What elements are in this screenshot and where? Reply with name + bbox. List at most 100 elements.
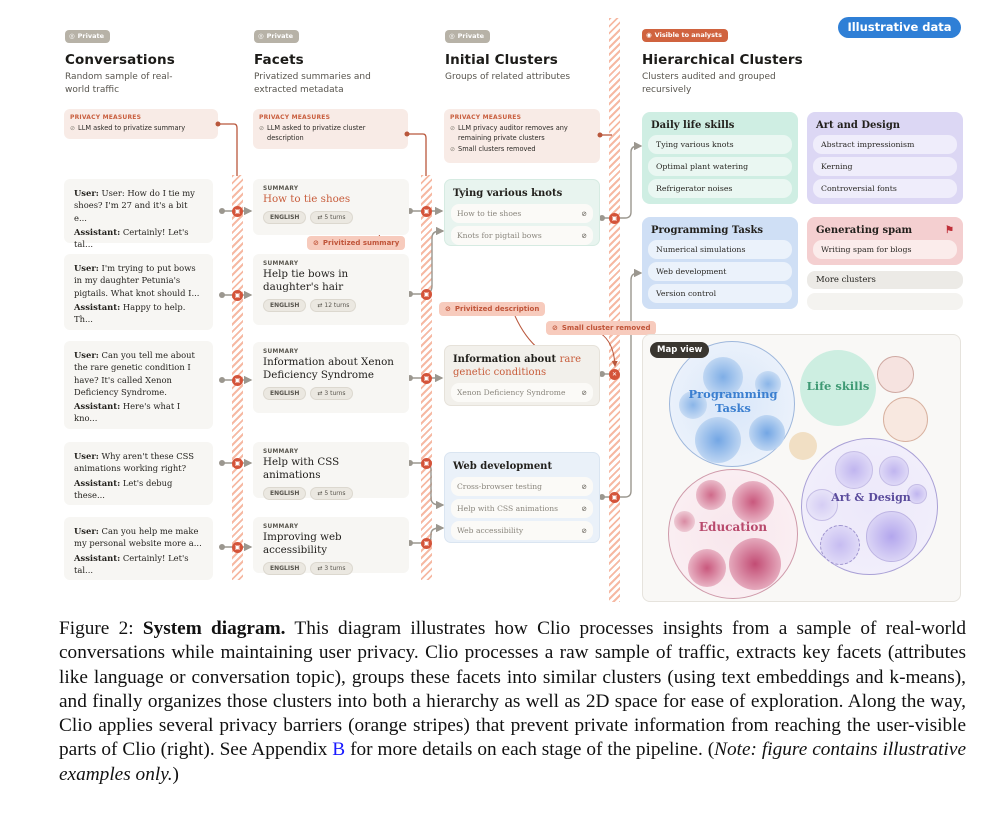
facet-card[interactable]: SUMMARY How to tie shoes ENGLISH⇄ 5 turn… bbox=[253, 179, 409, 235]
lock-icon: ▣ bbox=[421, 373, 432, 384]
cluster-title: Information about rare genetic condition… bbox=[451, 351, 593, 383]
more-clusters-button[interactable]: More clusters bbox=[807, 271, 963, 289]
facet-title: Help tie bows in daughter's hair bbox=[263, 268, 349, 293]
map-subcluster[interactable] bbox=[879, 456, 909, 486]
cluster-item[interactable]: Knots for pigtail bows⊘ bbox=[451, 226, 593, 245]
map-small-cluster[interactable] bbox=[883, 397, 928, 442]
cluster-item[interactable]: Help with CSS animations⊘ bbox=[451, 499, 593, 518]
privacy-measures-box: PRIVACY MEASURES ⊘LLM asked to privatize… bbox=[64, 109, 218, 139]
map-subcluster[interactable] bbox=[695, 417, 741, 463]
privacy-measures-heading: PRIVACY MEASURES bbox=[450, 114, 522, 121]
cluster-item-label: How to tie shoes bbox=[457, 209, 522, 218]
facet-card[interactable]: SUMMARY Help tie bows in daughter's hair… bbox=[253, 254, 409, 325]
cluster-item[interactable]: Xenon Deficiency Syndrome⊘ bbox=[451, 383, 593, 402]
hierarchical-cluster-card[interactable]: Programming Tasks Numerical simulations … bbox=[642, 217, 798, 309]
initial-cluster-card-removed[interactable]: Information about rare genetic condition… bbox=[444, 345, 600, 406]
language-tag: ENGLISH bbox=[263, 487, 307, 500]
cluster-item[interactable]: Cross-browser testing⊘ bbox=[451, 477, 593, 496]
eye-off-icon: ⊘ bbox=[581, 209, 587, 218]
user-message: Can you help me make my personal website… bbox=[74, 526, 202, 549]
cluster-item[interactable]: Writing spam for blogs bbox=[813, 240, 957, 259]
summary-label: SUMMARY bbox=[263, 524, 299, 530]
map-subcluster[interactable] bbox=[703, 357, 743, 397]
turns-tag: ⇄ 5 turns bbox=[310, 487, 353, 500]
cluster-item[interactable]: Kerning bbox=[813, 157, 957, 176]
conversation-card[interactable]: User: Why aren't these CSS animations wo… bbox=[64, 442, 213, 505]
cluster-item[interactable]: Numerical simulations bbox=[648, 240, 792, 259]
map-subcluster[interactable] bbox=[835, 451, 873, 489]
cluster-title: Programming Tasks bbox=[651, 225, 764, 236]
more-clusters-text: More clusters bbox=[816, 275, 876, 285]
hierarchical-cluster-card[interactable]: Art and Design Abstract impressionism Ke… bbox=[807, 112, 963, 204]
cluster-item[interactable]: Refrigerator noises bbox=[648, 179, 792, 198]
appendix-link[interactable]: B bbox=[332, 739, 346, 761]
facet-card[interactable]: SUMMARY Improving web accessibility ENGL… bbox=[253, 517, 409, 575]
map-small-cluster[interactable] bbox=[877, 356, 914, 393]
privacy-measures-box: PRIVACY MEASURES ⊘LLM privacy auditor re… bbox=[444, 109, 600, 163]
map-cluster-education[interactable] bbox=[668, 469, 798, 599]
pill-label: Visible to analysts bbox=[654, 31, 723, 39]
map-subcluster[interactable] bbox=[679, 391, 707, 419]
turns-tag: ⇄ 5 turns bbox=[310, 211, 353, 224]
flag-icon[interactable]: ⚑ bbox=[945, 225, 954, 236]
map-subcluster[interactable] bbox=[820, 525, 860, 565]
eye-off-icon: ⊘ bbox=[450, 125, 456, 132]
hierarchical-cluster-card[interactable]: Daily life skills Tying various knots Op… bbox=[642, 112, 798, 204]
map-subcluster[interactable] bbox=[749, 415, 785, 451]
hierarchical-cluster-card-flagged[interactable]: Generating spam ⚑ Writing spam for blogs bbox=[807, 217, 963, 265]
conversation-card[interactable]: User: User: How do I tie my shoes? I'm 2… bbox=[64, 179, 213, 249]
cluster-item[interactable]: Controversial fonts bbox=[813, 179, 957, 198]
column-subtitle-hierarchical-clusters: Clusters audited and grouped recursively bbox=[642, 72, 776, 95]
conversation-card[interactable]: User: I'm trying to put bows in my daugh… bbox=[64, 254, 213, 330]
map-subcluster[interactable] bbox=[688, 549, 726, 587]
map-subcluster[interactable] bbox=[729, 538, 781, 590]
turns-count: 5 turns bbox=[324, 490, 346, 497]
map-subcluster[interactable] bbox=[907, 484, 927, 504]
column-subtitle-conversations: Random sample of real-world traffic bbox=[65, 72, 173, 95]
summary-label: SUMMARY bbox=[263, 186, 299, 192]
illustrative-data-badge: Illustrative data bbox=[838, 17, 961, 38]
turns-count: 3 turns bbox=[324, 390, 346, 397]
conversation-card[interactable]: User: Can you help me make my personal w… bbox=[64, 517, 213, 580]
map-view-panel[interactable]: Programming Tasks Life skills Art & Desi… bbox=[642, 334, 961, 602]
summary-label: SUMMARY bbox=[263, 349, 299, 355]
assistant-message: Certainly! Let's tal... bbox=[74, 552, 189, 575]
map-subcluster[interactable] bbox=[866, 511, 917, 562]
repeat-icon: ⇄ bbox=[317, 214, 325, 221]
lock-icon: ▣ bbox=[232, 542, 243, 553]
assistant-label: Assistant: bbox=[74, 401, 121, 412]
map-subcluster[interactable] bbox=[696, 480, 726, 510]
map-subcluster[interactable] bbox=[755, 371, 781, 397]
facet-title: Information about Xenon Deficiency Syndr… bbox=[263, 356, 394, 381]
initial-cluster-card[interactable]: Tying various knots How to tie shoes⊘ Kn… bbox=[444, 179, 600, 246]
cluster-title: Generating spam bbox=[816, 225, 913, 236]
cluster-item[interactable]: Tying various knots bbox=[648, 135, 792, 154]
conversation-card[interactable]: User: Can you tell me about the rare gen… bbox=[64, 341, 213, 429]
facet-card[interactable]: SUMMARY Information about Xenon Deficien… bbox=[253, 342, 409, 413]
cluster-item[interactable]: Version control bbox=[648, 284, 792, 303]
user-label: User: bbox=[74, 263, 99, 273]
private-pill: ◎Private bbox=[65, 30, 111, 43]
lock-icon: ▣ bbox=[232, 290, 243, 301]
cluster-item[interactable]: Abstract impressionism bbox=[813, 135, 957, 154]
turns-count: 12 turns bbox=[324, 302, 350, 309]
map-subcluster[interactable] bbox=[732, 481, 774, 523]
small-cluster-removed-callout: ⊘Small cluster removed bbox=[546, 321, 657, 335]
map-subcluster[interactable] bbox=[674, 511, 695, 532]
column-title-hierarchical-clusters: Hierarchical Clusters bbox=[642, 52, 803, 68]
cluster-item[interactable]: How to tie shoes ⊘ bbox=[451, 204, 593, 223]
cluster-item[interactable]: Web development bbox=[648, 262, 792, 281]
caption-after-link: for more details on each stage of the pi… bbox=[345, 739, 715, 761]
map-cluster-life-skills[interactable] bbox=[800, 350, 876, 426]
facet-card[interactable]: SUMMARY Help with CSS animations ENGLISH… bbox=[253, 442, 409, 500]
cluster-item-label: Help with CSS animations bbox=[457, 504, 559, 513]
cluster-item[interactable]: Web accessibility⊘ bbox=[451, 521, 593, 540]
assistant-label: Assistant: bbox=[74, 477, 121, 488]
eye-off-icon: ⊘ bbox=[581, 526, 587, 535]
initial-cluster-card[interactable]: Web development Cross-browser testing⊘ H… bbox=[444, 452, 600, 543]
cluster-item[interactable]: Optimal plant watering bbox=[648, 157, 792, 176]
assistant-message: Happy to help. Th... bbox=[74, 301, 186, 325]
map-small-cluster[interactable] bbox=[789, 432, 817, 460]
map-subcluster[interactable] bbox=[806, 489, 838, 521]
column-title-initial-clusters: Initial Clusters bbox=[445, 52, 558, 68]
